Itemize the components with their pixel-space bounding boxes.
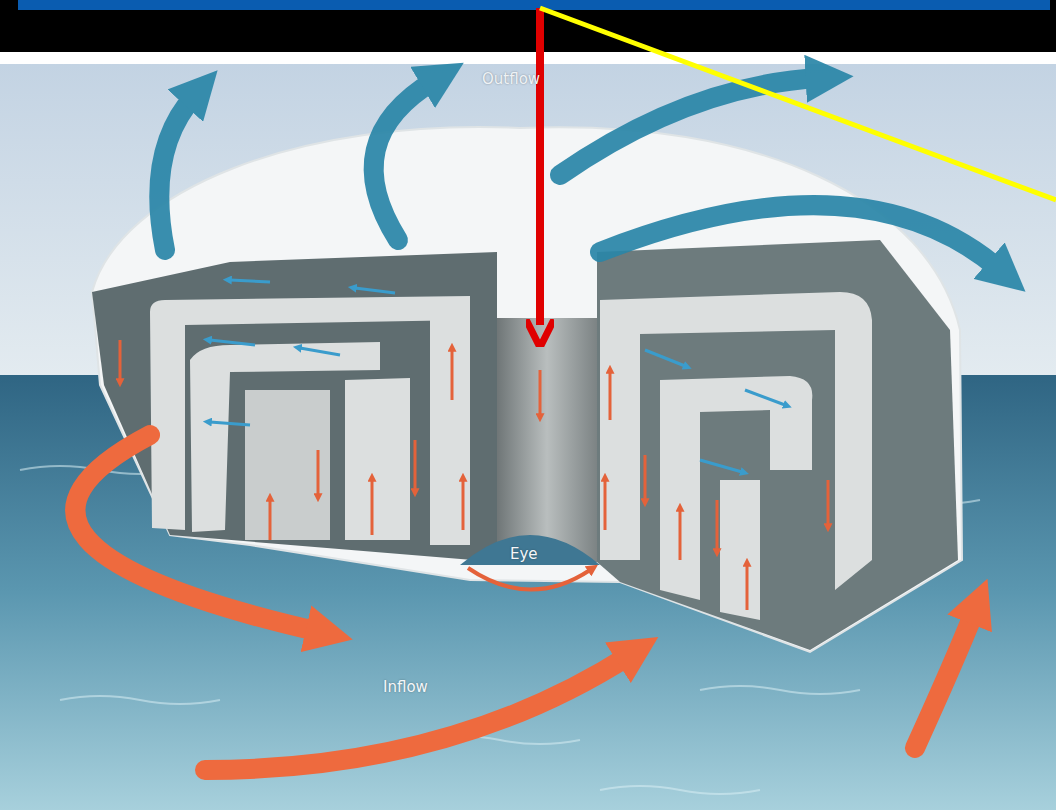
outflow-arrows-small [210, 280, 785, 472]
eye-dome [460, 535, 600, 565]
inflow-arrows [75, 435, 975, 770]
eye-rotation-arrow [468, 568, 590, 590]
cloud-towers-left [150, 296, 470, 545]
updraft-downdraft-arrows [120, 340, 828, 610]
diagram-label: Eye [510, 545, 538, 563]
yellow-pointer [540, 8, 1056, 200]
cutaway-right [597, 240, 958, 650]
diagram-label: Inflow [383, 678, 428, 696]
cutaway-left [92, 252, 497, 562]
header-bar [18, 0, 1050, 10]
cloud-towers-right [600, 292, 872, 620]
red-pointer [536, 8, 544, 325]
outflow-arrows [159, 78, 1000, 270]
header-band [0, 0, 1056, 52]
diagram-label: Outflow [482, 70, 540, 88]
eye-column [497, 318, 597, 562]
